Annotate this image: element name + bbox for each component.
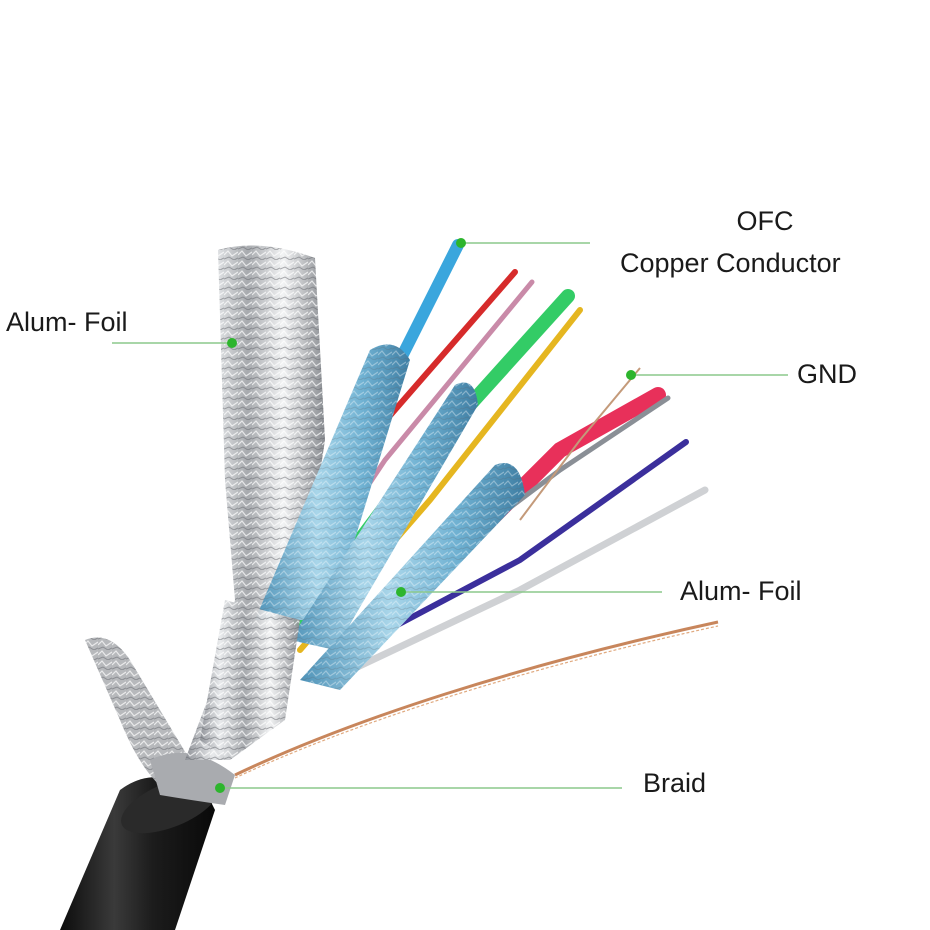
callout-dot-alum-foil-left [227, 338, 237, 348]
braid-shield [85, 637, 235, 805]
blue-foil-pairs [255, 344, 525, 690]
wire-purple [347, 439, 689, 653]
alum-foil-main [185, 245, 325, 760]
label-gnd: GND [797, 359, 857, 389]
callout-dot-braid [215, 783, 225, 793]
callout-dot-gnd [626, 370, 636, 380]
copper-braid-strand [234, 620, 719, 779]
callout-dot-alum-foil-right [396, 587, 406, 597]
wire-white [326, 486, 709, 684]
callout-dot-ofc [456, 238, 466, 248]
label-braid: Braid [643, 768, 707, 798]
foil-collar [200, 600, 300, 760]
label-alum-foil-left: Alum- Foil [6, 307, 128, 337]
label-ofc-line2: Copper Conductor [620, 248, 841, 278]
label-ofc-line1: OFC [736, 206, 794, 236]
wire-gnd-strand [519, 367, 641, 521]
label-alum-foil-right: Alum- Foil [680, 576, 802, 606]
callouts [112, 238, 788, 793]
